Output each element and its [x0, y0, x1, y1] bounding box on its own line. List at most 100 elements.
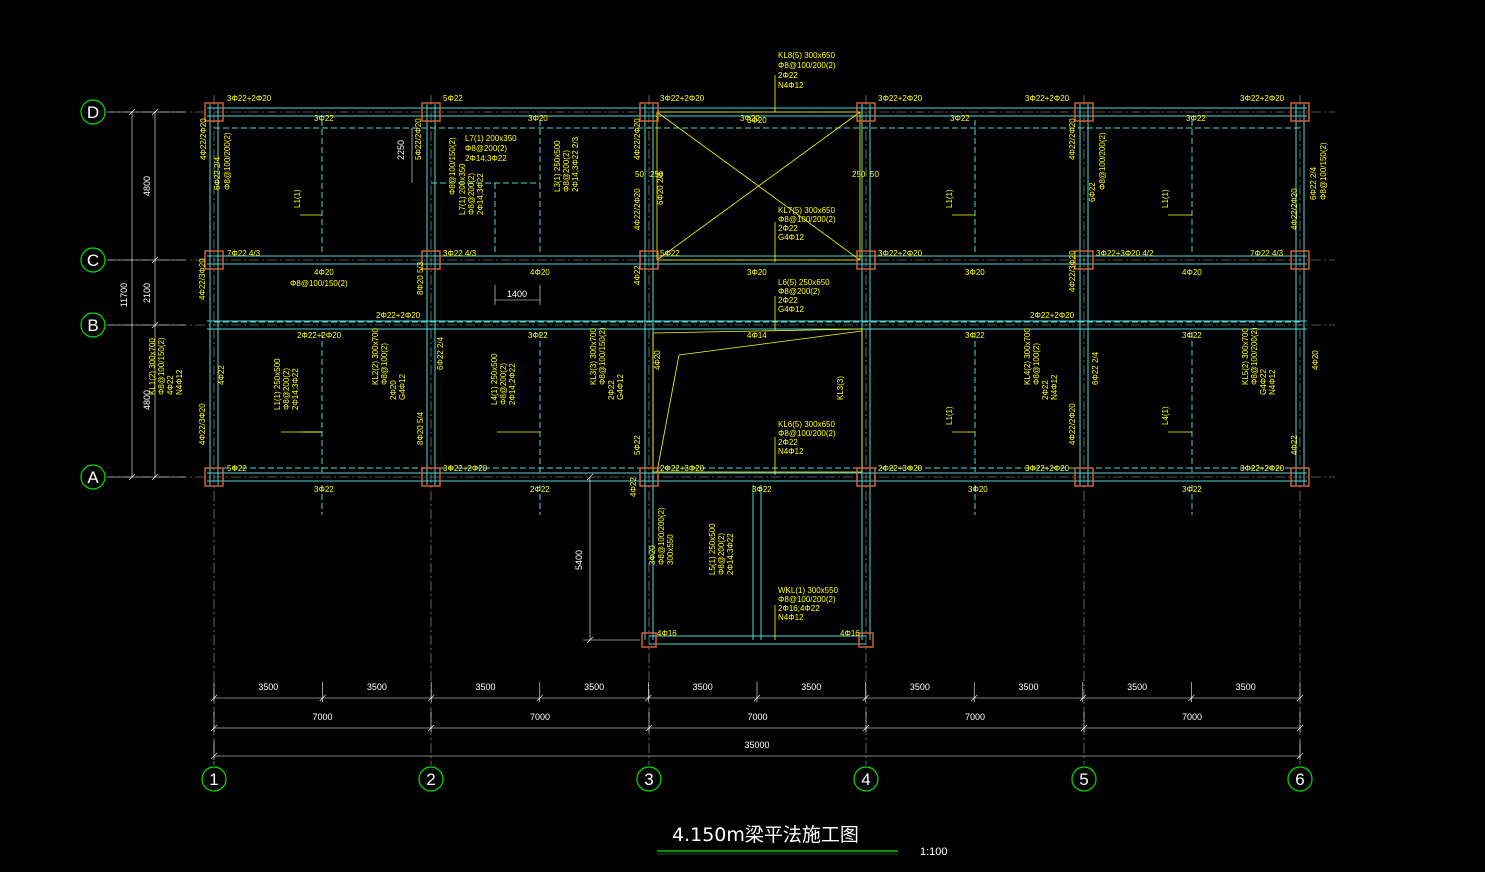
dim-left-text-1: 4800 [142, 176, 152, 196]
dim-left-total-tick-top [128, 108, 136, 116]
beam-annotation-vertical: L1(1) [945, 406, 954, 425]
axis-bubble-D-circle [80, 99, 106, 125]
dim-sub-text: 3500 [258, 682, 278, 692]
drawing-title: 4.150m梁平法施工图 [672, 824, 859, 846]
axis-bubble-D-label: D [87, 103, 99, 122]
beam-annotation: 5Φ22 [227, 464, 247, 473]
beam-annotation: 50 [635, 170, 644, 179]
beam-annotation-vertical: 2Φ22 [1041, 380, 1050, 400]
axis-bubble-4-label: 4 [861, 770, 870, 789]
beam-annotation: 3Φ20 [747, 116, 767, 125]
beam-annotation: 3Φ22+2Φ20 [443, 464, 488, 473]
beam-annotation-vertical: 6Φ20 2/4 [656, 171, 665, 205]
beam-annotation-vertical: 2Φ20 [389, 380, 398, 400]
beam-annotation: N4Φ12 [778, 447, 804, 456]
dim-bay-tick-5 [1296, 724, 1304, 732]
beam-annotation: 3Φ22 4/3 [443, 249, 477, 258]
axis-bubble-2-circle [418, 766, 444, 792]
beam-annotation-vertical: 300x550 [666, 534, 675, 565]
beam-annotation-vertical: 2Φ22 [607, 380, 616, 400]
column-ext-right [858, 632, 874, 648]
column-4A [856, 467, 876, 487]
beam-annotation-vertical: 3Φ20 [648, 545, 657, 565]
beam-annotation: 3Φ22+2Φ20 [878, 249, 923, 258]
column-2D [421, 102, 441, 122]
beam-annotation: 3Φ22+2Φ20 [878, 94, 923, 103]
beam-annotation: KL7(5) 300x650 [778, 206, 835, 215]
beam-annotation-vertical: Φ8@100/150(2) [157, 337, 166, 395]
slab-opening [652, 328, 863, 473]
beam-annotation-vertical: 8Φ20 5/3 [416, 261, 425, 295]
beam-annotation-vertical: Φ8@100/150(2) [598, 327, 607, 385]
beam-annotation: 3Φ22 [1182, 485, 1202, 494]
beam-annotation-vertical: KL1(2) 300x700 [148, 338, 157, 395]
beam-lines [207, 104, 1307, 645]
beam-annotation: 250 [650, 170, 664, 179]
beam-annotation: 2Φ22 [530, 485, 550, 494]
dim-sub-text: 3500 [693, 682, 713, 692]
beam-annotation-vertical: L4(1) 250x500 [490, 353, 499, 405]
beam-annotation-vertical: KL3(3) 300x700 [589, 328, 598, 385]
axis-bubble-4-circle [853, 766, 879, 792]
column-6C [1290, 250, 1310, 270]
beam-annotation: 3Φ22 [752, 485, 772, 494]
dim-bay-tick-1 [427, 724, 435, 732]
beam-annotation-vertical: G4Φ12 [398, 373, 407, 400]
beam-annotation: 7Φ22 4/3 [1250, 249, 1284, 258]
dim-bay-text: 7000 [747, 712, 767, 722]
column-3D [639, 102, 659, 122]
beam-annotation-vertical: Φ8@100/200(2) [223, 132, 232, 190]
beam-annotation: 2Φ22+3Φ20 [878, 464, 923, 473]
column-4D [856, 102, 876, 122]
beam-annotation-vertical: G4Φ22 [1259, 368, 1268, 395]
beam-annotation-vertical: 4Φ22/2Φ20 [1290, 188, 1299, 230]
secondary-beam-lines [214, 120, 1300, 515]
columns [204, 102, 1310, 648]
beam-annotation: 4Φ16 [657, 629, 677, 638]
beam-annotation-vertical: 4Φ22/2Φ20 [199, 118, 208, 160]
dim-sub-tick-10 [1296, 694, 1304, 702]
beam-annotation-vertical: 2Φ14;3Φ22 2/3 [571, 136, 580, 192]
beam-annotation-vertical: 5Φ22 [633, 435, 642, 455]
dim-total-tick-0 [210, 752, 218, 760]
beam-annotation-vertical: Φ8@200(2) [562, 150, 571, 192]
drawing-scale: 1:100 [920, 846, 948, 858]
dim-sub-text: 3500 [367, 682, 387, 692]
dim-left-tick-2 [151, 321, 159, 329]
beam-annotation: 4Φ14 [747, 331, 767, 340]
beam-annotation-vertical: KL4(2) 300x700 [1023, 328, 1032, 385]
opening-cross-2 [656, 111, 861, 261]
axis-bubble-B-label: B [87, 316, 98, 335]
beam-annotation-vertical: 4Φ20 [1311, 350, 1320, 370]
beam-annotation: 3Φ22+2Φ20 [227, 94, 272, 103]
column-6D [1290, 102, 1310, 122]
beam-annotation: 3Φ22+2Φ20 [1240, 94, 1285, 103]
beam-annotation-vertical: N4Φ12 [1050, 374, 1059, 400]
beam-annotation: N4Φ12 [778, 613, 804, 622]
beam-annotation: 3Φ22 [1186, 114, 1206, 123]
dim-bay-tick-0 [210, 724, 218, 732]
beam-annotation: N4Φ12 [778, 81, 804, 90]
dim-ext-tick-bottom [586, 636, 594, 644]
beam-annotation: 3Φ22 [1182, 331, 1202, 340]
axis-bubble-5-label: 5 [1079, 770, 1088, 789]
beam-annotation: 7Φ22 4/3 [227, 249, 261, 258]
beam-annotation-vertical: G4Φ12 [616, 373, 625, 400]
beam-annotation-vertical: 4Φ22 [166, 375, 175, 395]
column-5D [1074, 102, 1094, 122]
beam-annotation-vertical: Φ8@100/200(2) [657, 507, 666, 565]
dim-sub-text: 3500 [1236, 682, 1256, 692]
column-6A [1290, 467, 1310, 487]
axis-bubble-C-label: C [87, 251, 99, 270]
beam-annotation: 3Φ20 [528, 114, 548, 123]
beam-annotation-vertical: Φ8@200(2) [499, 363, 508, 405]
beam-annotation: 5Φ22 [660, 249, 680, 258]
beam-annotation: Φ8@100/200(2) [778, 595, 836, 604]
dim-bay-text: 7000 [530, 712, 550, 722]
beam-annotation-vertical: 4Φ22/2Φ20 [1068, 403, 1077, 445]
beam-annotation-vertical: 6Φ22 2/4 [213, 156, 222, 190]
dim-left-tick-0 [151, 108, 159, 116]
column-1D [204, 102, 224, 122]
